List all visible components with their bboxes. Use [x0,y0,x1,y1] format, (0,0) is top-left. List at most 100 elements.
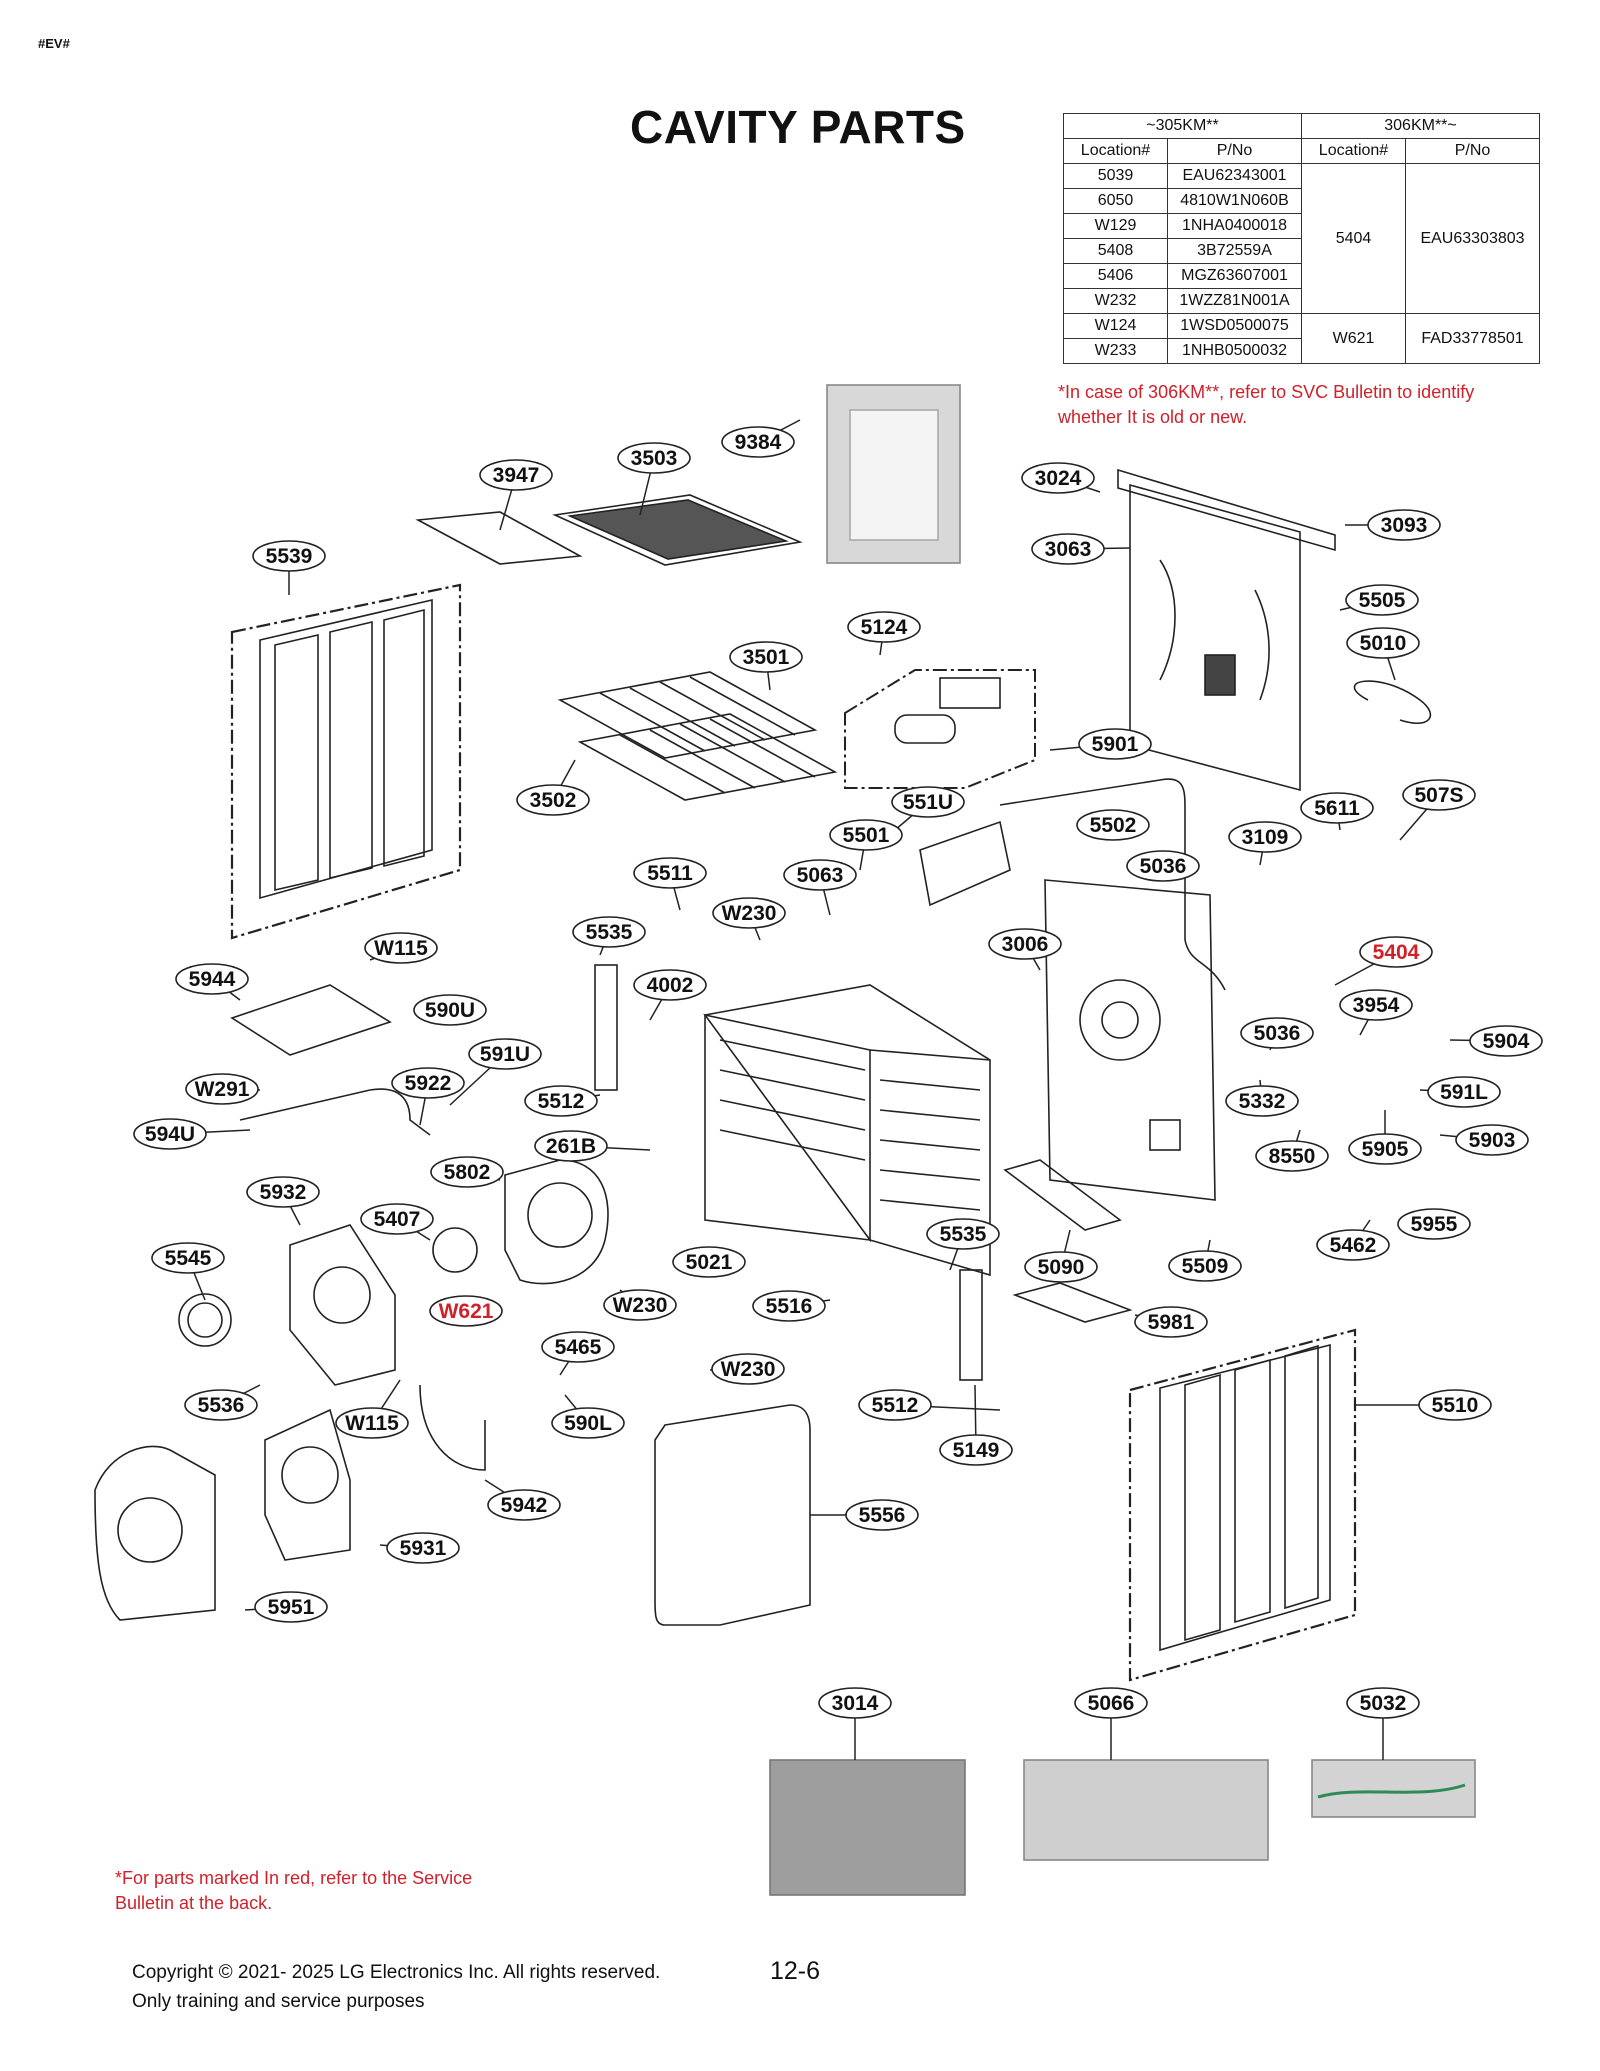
page-number: 12-6 [770,1957,821,1985]
parts-table: ~305KM** 306KM**~ Location# P/No Locatio… [1063,113,1540,364]
callout-label: 5536 [184,1389,258,1421]
callout-label: 4002 [633,969,707,1001]
callout-text: 5535 [940,1223,987,1246]
callout-label: 5931 [386,1532,460,1564]
harness-photo-3014 [769,1759,966,1896]
oven-racks-drawing [557,671,838,801]
callout-text: 5510 [1432,1394,1479,1417]
callout-ellipse [360,1203,434,1235]
callout-text: 5905 [1362,1138,1409,1161]
callout-ellipse [534,1130,608,1162]
callout-ellipse [430,1156,504,1188]
side-panel-right-drawing [1128,1328,1357,1682]
bracket-551U-drawing [919,820,1011,907]
callout-text: 5545 [165,1247,212,1270]
callout-ellipse [1345,584,1419,616]
callout-ellipse [1346,1687,1420,1719]
element-594U-drawing [239,1088,431,1136]
callout-ellipse [1255,1140,1329,1172]
callout-label: 5944 [175,963,249,995]
callout-ellipse [1402,779,1476,811]
callout-text: 5090 [1038,1256,1085,1279]
col-pno: P/No [1167,138,1302,164]
callout-text: 5955 [1411,1213,1458,1236]
callout-ellipse [783,859,857,891]
table-cell: W621 [1301,313,1406,364]
callout-ellipse [712,897,786,929]
callout-label: 5611 [1300,792,1374,824]
callout-ellipse [1126,850,1200,882]
callout-ellipse [429,1295,503,1327]
plate-5932-drawing [289,1224,396,1386]
callout-text: 5509 [1182,1255,1229,1278]
callout-label: W230 [711,1353,785,1385]
callout-text: 3063 [1045,538,1092,561]
callout-text: 3109 [1242,826,1289,849]
copyright-line: Copyright © 2021- 2025 LG Electronics In… [132,1962,661,1983]
callout-text: 591L [1440,1081,1488,1104]
strip-5512-upper-drawing [594,964,618,1091]
callout-label: 5904 [1469,1025,1543,1057]
callout-label: 5462 [1316,1229,1390,1261]
back-wall-drawing [1044,879,1216,1201]
callout-ellipse [1076,809,1150,841]
table-cell: W129 [1063,213,1168,239]
harness-photo-5066 [1023,1759,1269,1861]
callout-text: W230 [722,902,777,925]
callout-text: 5512 [872,1394,919,1417]
callout-text: 5066 [1088,1692,1135,1715]
table-cell: 5404 [1301,163,1406,314]
callout-text: 5462 [1330,1234,1377,1257]
callout-label: W291 [185,1073,259,1105]
tray-3503-drawing [552,494,803,566]
callout-ellipse [246,1176,320,1208]
callout-ellipse [185,1073,259,1105]
callout-text: 5124 [861,616,908,639]
callout-label: 5465 [541,1331,615,1363]
callout-ellipse [1316,1229,1390,1261]
callout-text: W291 [195,1078,250,1101]
table-cell: 5039 [1063,163,1168,189]
callout-ellipse [364,932,438,964]
callout-label: 590U [413,994,487,1026]
callout-ellipse [752,1290,826,1322]
callout-text: 5501 [843,824,890,847]
callout-text: W230 [613,1294,668,1317]
callout-label: 5036 [1240,1017,1314,1049]
callout-ellipse [1078,728,1152,760]
callout-text: 5010 [1360,632,1407,655]
callout-label: 5516 [752,1290,826,1322]
callout-label: 3024 [1021,462,1095,494]
callout-label: 5332 [1225,1085,1299,1117]
callout-text: 3501 [743,646,790,669]
callout-ellipse [1031,533,1105,565]
callout-ellipse [891,786,965,818]
callout-ellipse [151,1242,225,1274]
callout-ellipse [633,857,707,889]
callout-label: W115 [364,932,438,964]
callout-ellipse [254,1591,328,1623]
callout-text: 5535 [586,921,633,944]
table-cell: W233 [1063,338,1168,364]
callout-text: 9384 [735,431,782,454]
gasket-5545-drawing [178,1293,232,1347]
callout-ellipse [672,1246,746,1278]
callout-label: 5539 [252,540,326,572]
callout-text: 5407 [374,1208,421,1231]
callout-ellipse [1074,1687,1148,1719]
callout-label: 5509 [1168,1250,1242,1282]
callout-ellipse [711,1353,785,1385]
callout-label: 5502 [1076,809,1150,841]
callout-label: 5922 [391,1067,465,1099]
callout-label: 5545 [151,1242,225,1274]
part-5090-drawing [1003,1159,1122,1231]
callout-text: 590L [564,1412,612,1435]
svc-bulletin-note: *In case of 306KM**, refer to SVC Bullet… [1058,382,1475,427]
callout-ellipse [1240,1017,1314,1049]
callout-text: 5536 [198,1394,245,1417]
callout-text: 3093 [1381,514,1428,537]
callout-text: 5904 [1483,1030,1530,1053]
callout-label: 5512 [524,1085,598,1117]
callout-label: 5090 [1024,1251,1098,1283]
callout-label: 5535 [926,1218,1000,1250]
